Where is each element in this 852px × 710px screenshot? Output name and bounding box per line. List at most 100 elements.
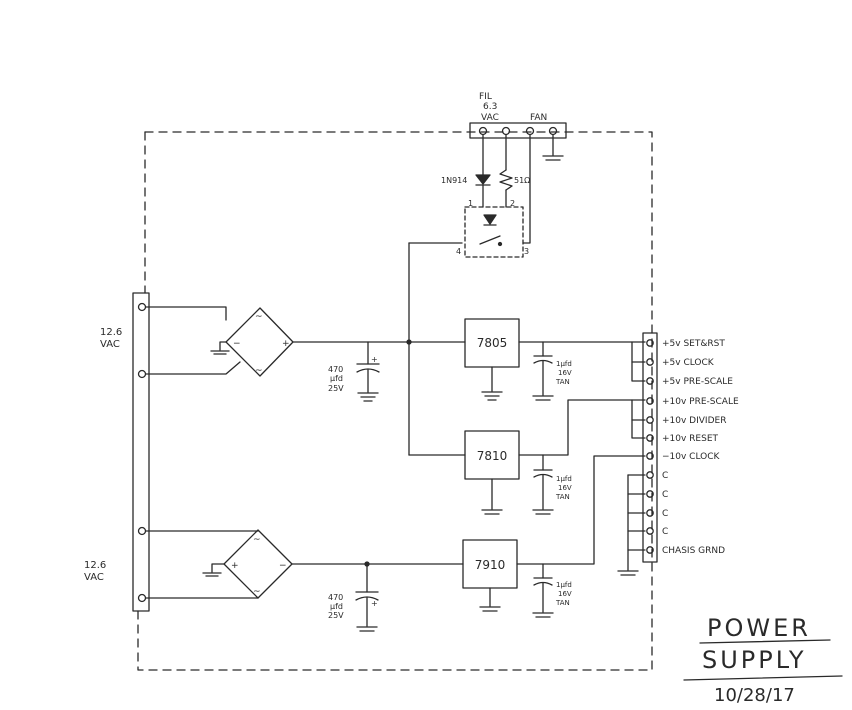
tant-cap-label-3: 1µfd 16V TAN [555,581,572,607]
title-line-1: POWER [707,614,811,642]
title-date: 10/28/17 [714,685,795,706]
header-labels: FIL 6.3 VAC FAN [479,92,547,123]
output-pin [646,527,654,535]
output-pin [646,471,654,479]
cap-value: 470 [328,593,343,602]
fil-unit-label: VAC [481,113,499,123]
cap-value: 470 [328,365,343,374]
bridge-plus-mark: + [231,561,239,571]
resistor-51-ohm [499,169,513,191]
output-label: −10v CLOCK [662,452,721,462]
cap-voltage: 16V [558,369,572,377]
wire [516,455,646,565]
chassis-outline [137,131,653,671]
wire [518,399,646,456]
terminal-lower-b [137,593,147,603]
upper-input-label: 12.6 VAC [100,327,122,350]
output-pin [646,416,654,424]
main-neg-cap-label: 470 µfd 25V + [328,593,378,620]
diode-1n914 [475,174,491,185]
relay-pin-4: 4 [456,247,461,256]
wire [219,341,227,351]
output-label: +10v PRE-SCALE [662,397,739,407]
bridge-ac-mark: ~ [253,535,261,545]
cap-unit: µfd [330,602,343,611]
cap-plus-mark: + [371,599,378,608]
header-strip [469,122,567,139]
lower-voltage-label: 12.6 [84,560,106,571]
bridge-ac-mark: ~ [255,312,263,322]
relay-contact [497,241,503,247]
lower-bridge-marks: ~ ~ + − [231,535,287,597]
relay-body [464,206,524,258]
terminal-upper-b [137,369,147,379]
fil-voltage-label: 6.3 [483,102,497,112]
upper-bridge-marks: ~ ~ − + [233,312,290,376]
header-pin [478,126,488,136]
relay-pin-2: 2 [510,199,515,208]
wire [145,306,227,321]
tant-cap-label-2: 1µfd 16V TAN [555,475,572,501]
bridge-ac-mark: ~ [255,366,263,376]
bridge-minus-mark: − [233,339,241,349]
terminal-lower-a [137,526,147,536]
cap-voltage: 16V [558,484,572,492]
output-pins [646,339,654,554]
output-label: CHASIS GRND [662,546,725,556]
output-terminal-strip [642,332,658,563]
upper-bridge-rectifier [225,307,294,377]
header-pin [548,126,558,136]
output-label: C [662,509,668,519]
resistor-label: 51Ω [514,176,530,185]
lower-input-label: 12.6 VAC [84,560,106,583]
output-pin [646,397,654,405]
cap-value: 1µfd [556,581,572,589]
output-pin [646,490,654,498]
relay-labels: 1N914 51Ω 1 2 3 4 [441,176,530,256]
output-pin [646,339,654,347]
output-label: C [662,490,668,500]
fil-label: FIL [479,92,492,102]
lower-unit-label: VAC [84,572,104,583]
cap-voltage: 25V [328,384,344,393]
header-pin [525,126,535,136]
bridge-ac-mark: ~ [253,587,261,597]
upper-unit-label: VAC [100,339,120,350]
output-label: C [662,471,668,481]
output-label: +5v PRE-SCALE [662,377,733,387]
cap-unit: µfd [330,374,343,383]
relay-pin-1: 1 [468,199,473,208]
fan-label: FAN [530,113,547,123]
regulator-labels: 7805 7810 7910 [475,336,508,572]
tant-cap-label-1: 1µfd 16V TAN [555,360,572,386]
cap-voltage: 25V [328,611,344,620]
cap-value: 1µfd [556,360,572,368]
cap-type: TAN [555,493,570,501]
header-pin [501,126,511,136]
output-label: +5v CLOCK [662,358,715,368]
cap-plate-curved [356,368,380,373]
relay-led [483,214,497,225]
output-pin [646,434,654,442]
regulator-7910-label: 7910 [475,558,506,572]
upper-voltage-label: 12.6 [100,327,122,338]
title-block: POWER SUPPLY 10/28/17 [683,614,843,706]
cap-type: TAN [555,378,570,386]
relay-switch [479,235,501,245]
terminal-upper-a [137,302,147,312]
cap-type: TAN [555,599,570,607]
bus-5v [631,341,646,382]
cap-plus-mark: + [371,355,378,364]
output-pin [646,358,654,366]
output-pin [646,509,654,517]
output-pin [646,546,654,554]
cap-value: 1µfd [556,475,572,483]
title-underline-2 [683,675,843,681]
main-pos-cap-label: 470 µfd 25V + [328,355,378,393]
output-labels: +5v SET&RST +5v CLOCK +5v PRE-SCALE +10v… [662,339,739,556]
cap-plate-curved [355,596,379,601]
bus-10v [631,399,646,439]
wire [211,563,225,573]
cap-voltage: 16V [558,590,572,598]
